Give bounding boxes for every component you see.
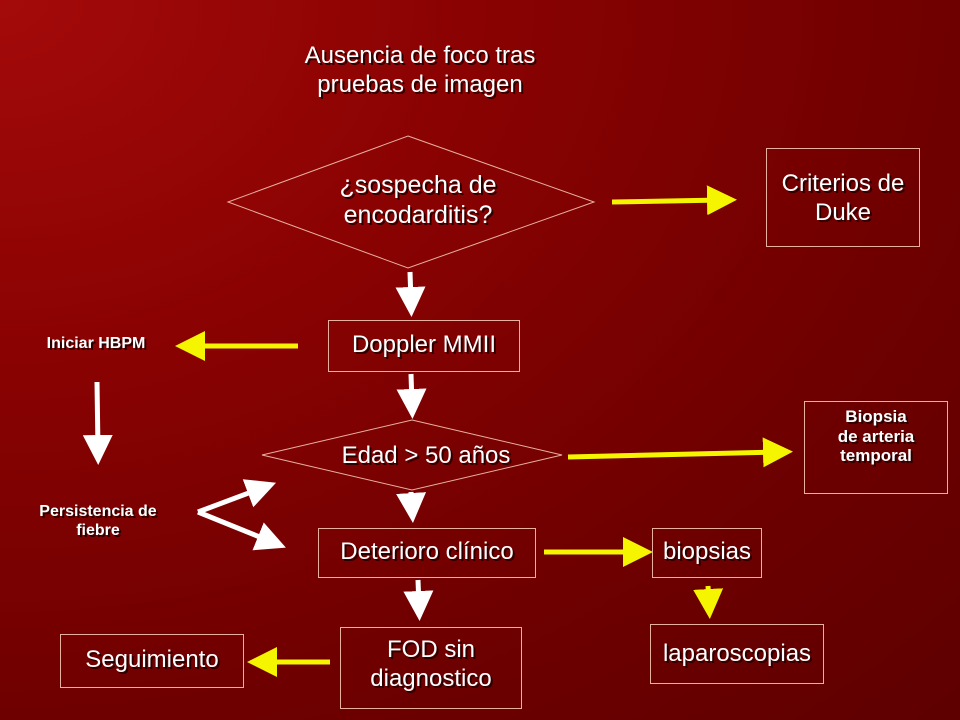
node-deterioro-box (318, 528, 536, 578)
node-fod-sin-diagnostico: FOD sin diagnostico (340, 636, 522, 694)
node-laparoscopias: laparoscopias (662, 640, 812, 667)
title-line-2: pruebas de imagen (317, 70, 523, 98)
node-doppler-box (328, 320, 520, 372)
node-persistencia-fiebre: Persistencia de fiebre (10, 502, 186, 540)
node-biopsias-box (652, 528, 762, 578)
node-seguimiento-box (60, 634, 244, 688)
sospecha-line-1: ¿sospecha de (339, 171, 497, 199)
decision-diamond-edad (261, 419, 563, 491)
biopsia-temporal-line-1: Biopsia (845, 407, 907, 426)
arrow-persistencia-to-edad (197, 479, 277, 515)
node-fod-box (340, 627, 522, 709)
arrow-persistencia-to-deterioro (197, 509, 286, 551)
node-criterios-duke: Criterios de Duke (766, 170, 920, 228)
criterios-line-2: Duke (814, 198, 872, 226)
arrow-edad-to-biopsia (567, 437, 793, 468)
decision-diamond-sospecha (226, 135, 596, 269)
arrow-sospecha-to-criterios (611, 185, 737, 216)
node-biopsias: biopsias (662, 538, 752, 565)
criterios-line-1: Criterios de (781, 170, 905, 197)
arrow-sospecha-to-doppler (395, 271, 426, 317)
arrow-hbpm-to-persistencia (82, 381, 113, 465)
node-doppler-mmii: Doppler MMII (351, 331, 497, 358)
node-laparoscopias-box (650, 624, 824, 684)
persistencia-line-1: Persistencia de (39, 503, 157, 520)
arrow-doppler-to-edad (396, 373, 427, 419)
diagram-title: Ausencia de foco tras pruebas de imagen (240, 42, 600, 100)
biopsia-temporal-line-2: de arteria (837, 426, 915, 446)
node-iniciar-hbpm: Iniciar HBPM (46, 335, 146, 352)
biopsia-temporal-line-3: temporal (840, 446, 912, 466)
title-line-1: Ausencia de foco tras (304, 42, 536, 69)
arrow-edad-to-deterioro (396, 491, 427, 523)
node-biopsia-temporal-box (804, 401, 948, 494)
node-criterios-duke-box (766, 148, 920, 247)
fod-line-1: FOD sin (386, 636, 475, 663)
node-seguimiento: Seguimiento (85, 646, 219, 673)
node-edad-50: Edad > 50 años (341, 442, 511, 469)
node-sospecha-encodarditis: ¿sospecha de encodarditis? (288, 170, 548, 230)
node-biopsia-temporal: Biopsia de arteria temporal (804, 407, 948, 466)
arrow-deterioro-to-fod (403, 579, 434, 621)
arrow-biopsias-to-laparoscopias (693, 585, 724, 619)
sospecha-line-2: encodarditis? (343, 201, 493, 229)
persistencia-line-2: fiebre (76, 522, 120, 540)
fod-line-2: diagnostico (370, 664, 492, 692)
node-deterioro-clinico: Deterioro clínico (340, 538, 514, 565)
